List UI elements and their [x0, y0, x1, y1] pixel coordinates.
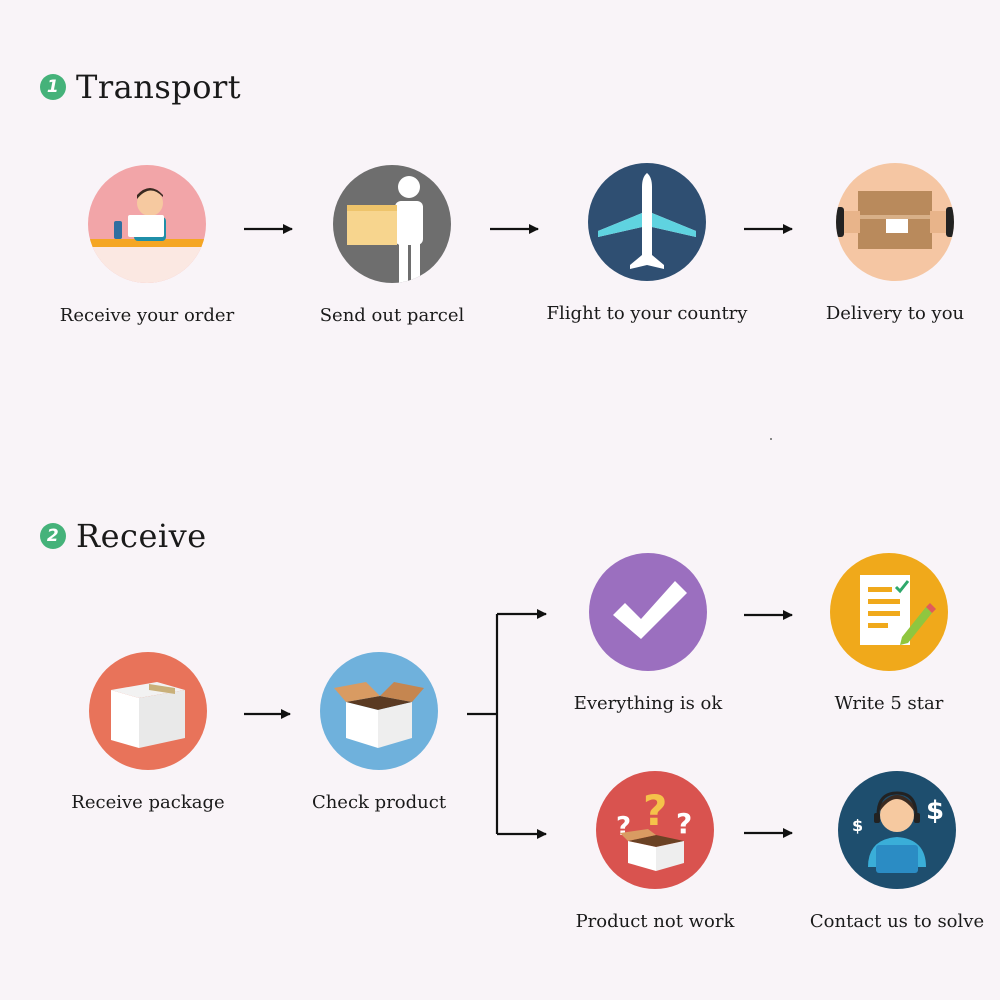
package-box-icon — [89, 652, 207, 770]
step-send-parcel: Send out parcel — [282, 165, 502, 326]
step-receive-package: Receive package — [38, 652, 258, 813]
office-worker-icon — [88, 165, 206, 283]
section-title-text: Receive — [76, 517, 207, 555]
section-title-transport: 1 Transport — [40, 68, 241, 106]
step-product-not-work: ? ? ? Product not work — [545, 771, 765, 932]
step-flight: Flight to your country — [537, 163, 757, 324]
question-box-icon: ? ? ? — [596, 771, 714, 889]
step-label: Flight to your country — [546, 303, 748, 324]
step-label: Product not work — [575, 911, 735, 932]
review-document-icon — [830, 553, 948, 671]
step-everything-ok: Everything is ok — [538, 553, 758, 714]
parcel-handover-icon — [836, 163, 954, 281]
svg-text:$: $ — [852, 816, 863, 835]
step-label: Check product — [311, 792, 447, 813]
open-box-icon — [320, 652, 438, 770]
step-write-5-star: Write 5 star — [779, 553, 999, 714]
step-label: Send out parcel — [319, 305, 465, 326]
section-title-text: Transport — [76, 68, 242, 106]
checkmark-icon — [589, 553, 707, 671]
step-label: Receive package — [71, 792, 225, 813]
step-check-product: Check product — [269, 652, 489, 813]
step-delivery: Delivery to you — [785, 163, 1000, 324]
section-title-receive: 2 Receive — [40, 517, 207, 555]
step-label: Delivery to you — [825, 303, 965, 324]
step-number-badge: 2 — [40, 523, 66, 549]
delivery-man-icon — [333, 165, 451, 283]
airplane-icon — [588, 163, 706, 281]
step-label: Contact us to solve — [809, 911, 985, 932]
customer-support-icon: $ $ — [838, 771, 956, 889]
step-label: Write 5 star — [834, 693, 944, 714]
step-label: Everything is ok — [573, 693, 723, 714]
step-receive-order: Receive your order — [37, 165, 257, 326]
step-number-badge: 1 — [40, 74, 66, 100]
step-contact-us: $ $ Contact us to solve — [787, 771, 1000, 932]
svg-text:?: ? — [643, 786, 667, 835]
svg-text:?: ? — [676, 807, 692, 840]
step-label: Receive your order — [59, 305, 235, 326]
stray-dot — [770, 438, 772, 440]
svg-text:$: $ — [926, 796, 944, 826]
